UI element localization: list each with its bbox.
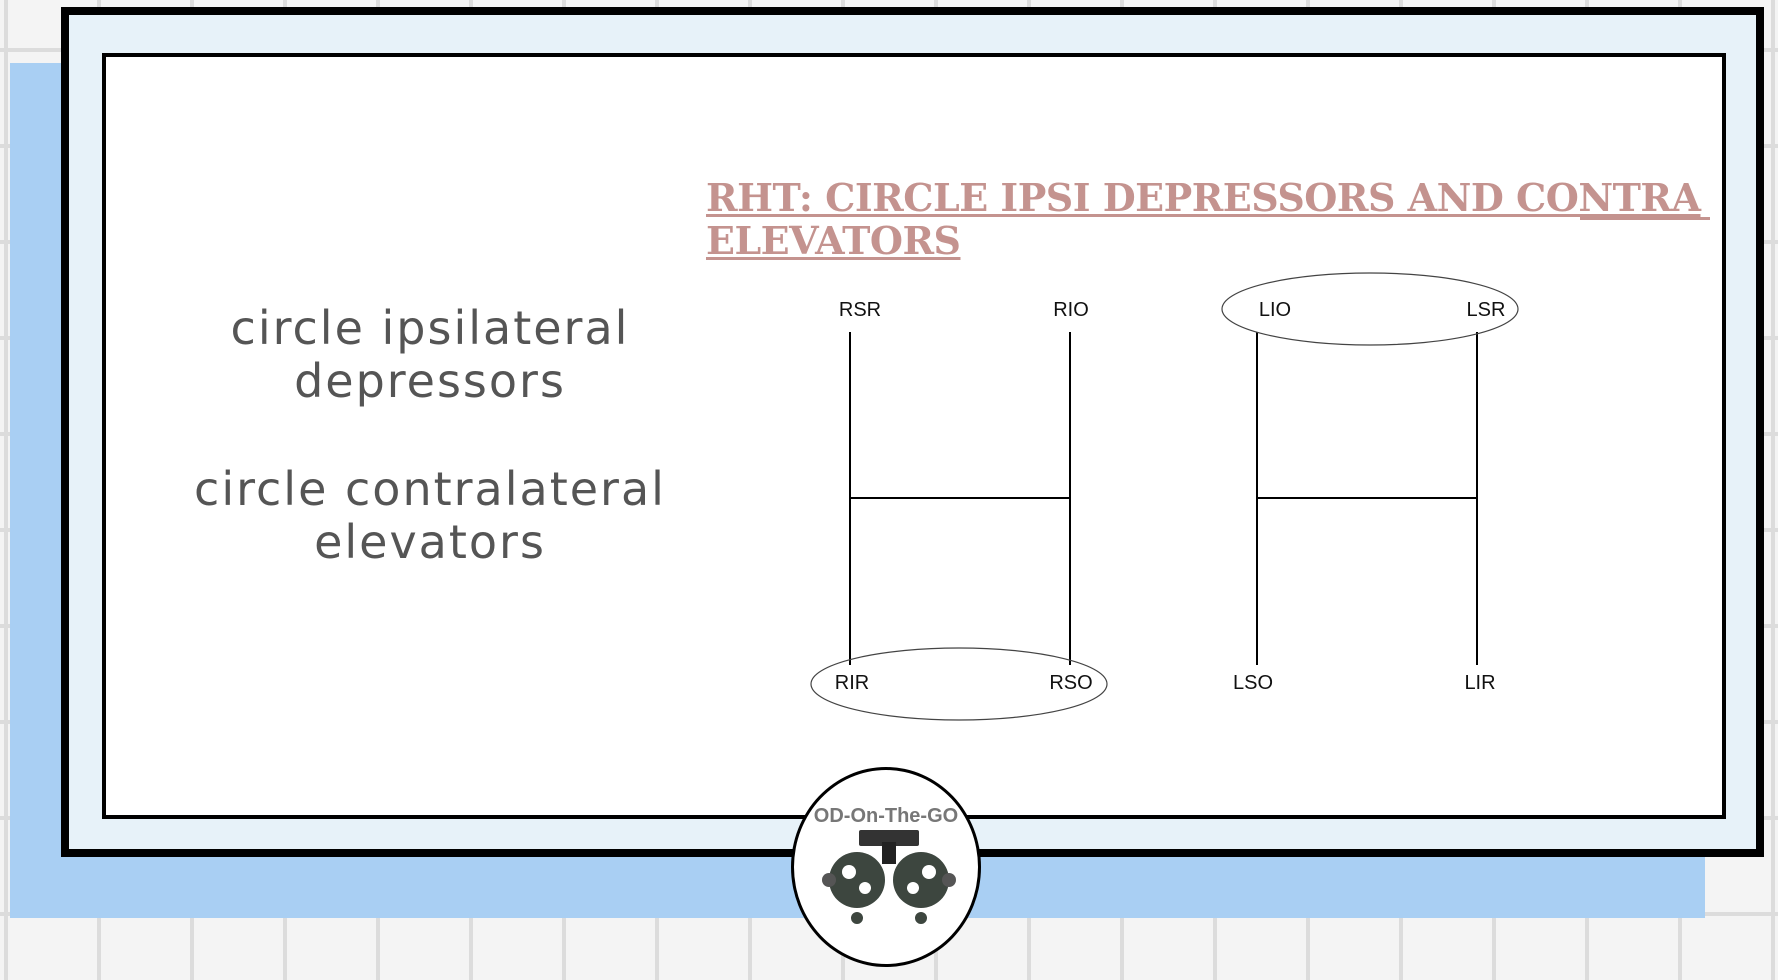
label-rsr: RSR: [839, 299, 881, 321]
title-underline: [1580, 217, 1710, 220]
label-rio: RIO: [1053, 299, 1089, 321]
instruction-ipsilateral: circle ipsilateral depressors: [230, 301, 630, 408]
slide-title: RHT: CIRCLE IPSI DEPRESSORS AND CONTRA E…: [706, 175, 1701, 263]
left-eye-h: [1256, 332, 1478, 665]
phoropter-icon: [822, 830, 956, 926]
od-on-the-go-logo: OD-On-The-GO: [791, 767, 981, 967]
label-lio: LIO: [1259, 299, 1291, 321]
label-lsr: LSR: [1467, 299, 1506, 321]
instruction-contralateral: circle contralateral elevators: [194, 462, 666, 569]
circle-left-elevators: [1221, 272, 1519, 346]
label-lir: LIR: [1464, 672, 1495, 694]
label-lso: LSO: [1233, 672, 1273, 694]
label-rso: RSO: [1049, 672, 1092, 694]
circle-right-depressors: [810, 647, 1108, 721]
right-eye-h: [849, 332, 1071, 665]
label-rir: RIR: [835, 672, 869, 694]
logo-text: OD-On-The-GO: [813, 805, 959, 827]
